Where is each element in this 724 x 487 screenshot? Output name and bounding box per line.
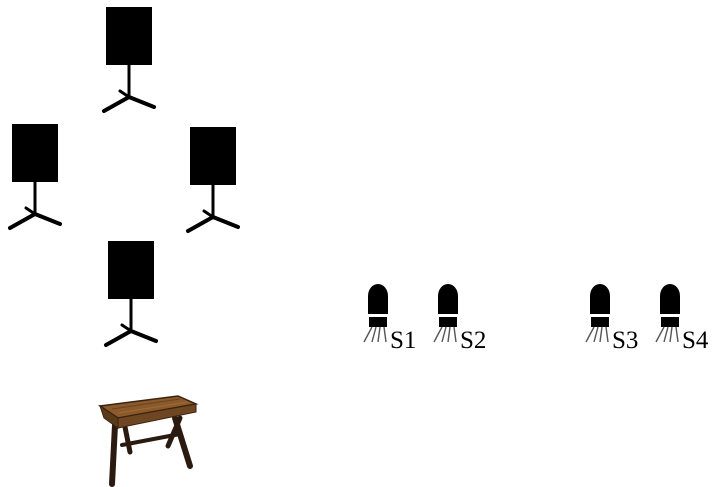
speaker-bottom	[106, 241, 156, 345]
sensor-s4-label: S4	[682, 327, 709, 354]
speaker-stand-icon	[188, 127, 238, 231]
sensor-icon	[364, 284, 388, 342]
sensor-s3-label: S3	[612, 327, 638, 354]
speaker-right	[188, 127, 238, 231]
sensor-s1-label: S1	[390, 327, 416, 354]
sensor-s4: S4	[656, 284, 709, 354]
sensor-icon	[434, 284, 458, 342]
sensor-s2: S2	[434, 284, 486, 354]
speaker-stand-icon	[10, 124, 60, 228]
sensor-icon	[586, 284, 610, 342]
sensor-s1: S1	[364, 284, 416, 354]
sensor-s3: S3	[586, 284, 638, 354]
speaker-stand-icon	[106, 241, 156, 345]
speaker-top	[104, 7, 154, 111]
sensor-icon	[656, 284, 680, 342]
sensor-s2-label: S2	[460, 327, 486, 354]
wooden-table-icon	[100, 396, 196, 484]
speaker-left	[10, 124, 60, 228]
speaker-stand-icon	[104, 7, 154, 111]
